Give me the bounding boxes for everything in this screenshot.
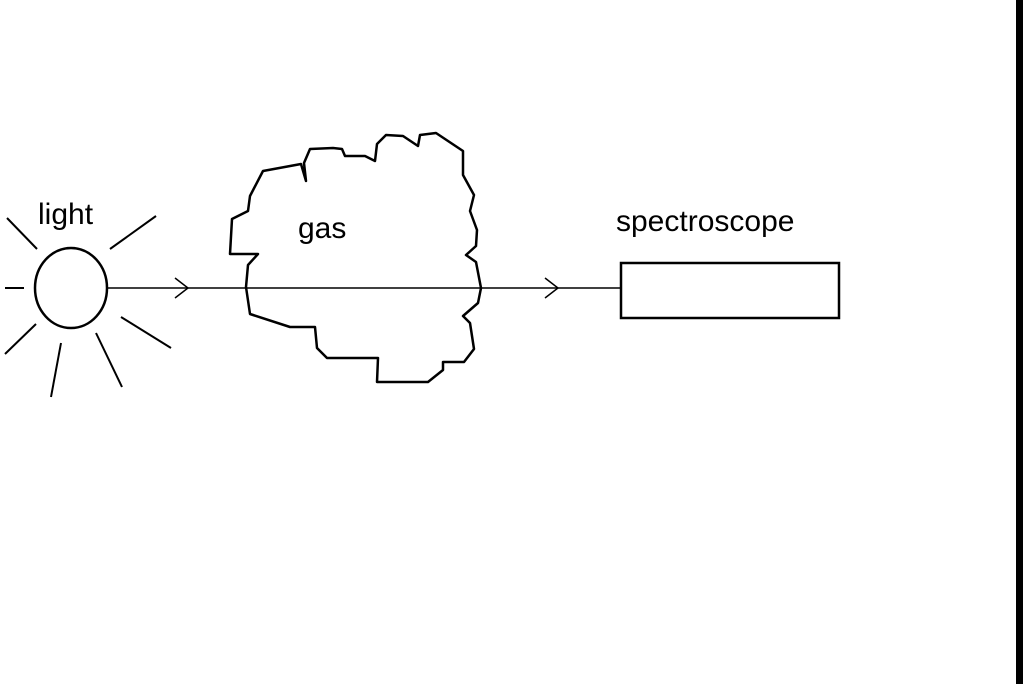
- spectroscope-box: [619, 261, 841, 320]
- ray-lower-right-1: [95, 332, 123, 388]
- light-label: light: [38, 198, 94, 231]
- ray-lower-right-2: [120, 316, 172, 349]
- beam-arrow-2: [544, 277, 560, 299]
- light-beam: [107, 277, 621, 299]
- gas-label: gas: [298, 212, 346, 245]
- gas-cloud: gas: [228, 131, 483, 384]
- gas-cloud-outline: [228, 131, 483, 384]
- ray-upper-left: [6, 217, 38, 250]
- ray-lower-left: [4, 323, 37, 355]
- light-rays: [4, 215, 172, 398]
- light-source: light: [4, 198, 172, 398]
- beam-arrow-1: [174, 277, 190, 299]
- spectroscope: spectroscope: [616, 205, 841, 320]
- light-bulb-circle: [33, 246, 109, 330]
- right-edge-border: [1016, 0, 1023, 684]
- ray-lower-middle: [50, 342, 62, 398]
- ray-upper-right: [109, 215, 157, 250]
- spectroscope-label: spectroscope: [616, 205, 794, 238]
